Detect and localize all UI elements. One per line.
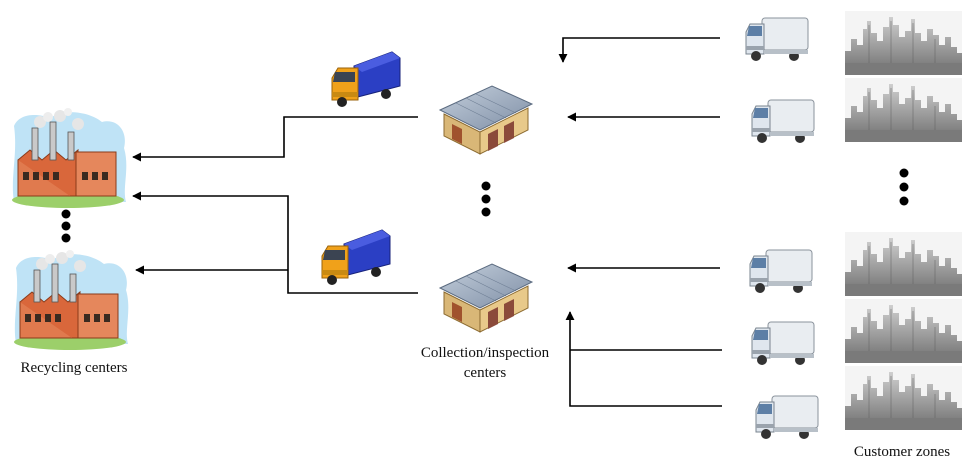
arrow-customer-to-collection-1: [558, 37, 720, 63]
light-truck-icon: [745, 17, 809, 62]
light-truck-icon: [755, 395, 819, 440]
city-icon: [844, 231, 962, 297]
city-icon: [844, 298, 962, 364]
city-icon: [844, 77, 962, 143]
recycling-centers-label: Recycling centers: [20, 360, 128, 376]
collection-centers-label-line2: centers: [463, 365, 507, 381]
heavy-truck-icon: [331, 51, 401, 108]
warehouse-icon: [439, 263, 533, 333]
ellipsis-dots-collection: [481, 181, 491, 217]
flow-arrows: [132, 37, 722, 407]
light-truck-icon: [751, 321, 815, 366]
factory-icon: [11, 107, 127, 209]
light-truck-icon: [751, 99, 815, 144]
arrow-collection-to-recycling-2: [132, 191, 418, 294]
city-icon: [844, 365, 962, 431]
arrow-customer-to-collection-4: [565, 311, 722, 407]
collection-centers-label-line1: Collection/inspection: [420, 345, 550, 361]
collection-centers-label: Collection/inspection centers: [390, 343, 580, 383]
city-icon: [844, 10, 962, 76]
light-truck-icon: [749, 249, 813, 294]
ellipsis-dots-customer: [899, 168, 909, 206]
customer-zones-label: Customer zones: [853, 444, 951, 460]
arrow-collection-to-recycling-1: [132, 116, 418, 162]
ellipsis-dots-recycling: [61, 209, 71, 243]
warehouse-icon: [439, 85, 533, 155]
factory-icon: [13, 249, 129, 351]
heavy-truck-icon: [321, 229, 391, 286]
